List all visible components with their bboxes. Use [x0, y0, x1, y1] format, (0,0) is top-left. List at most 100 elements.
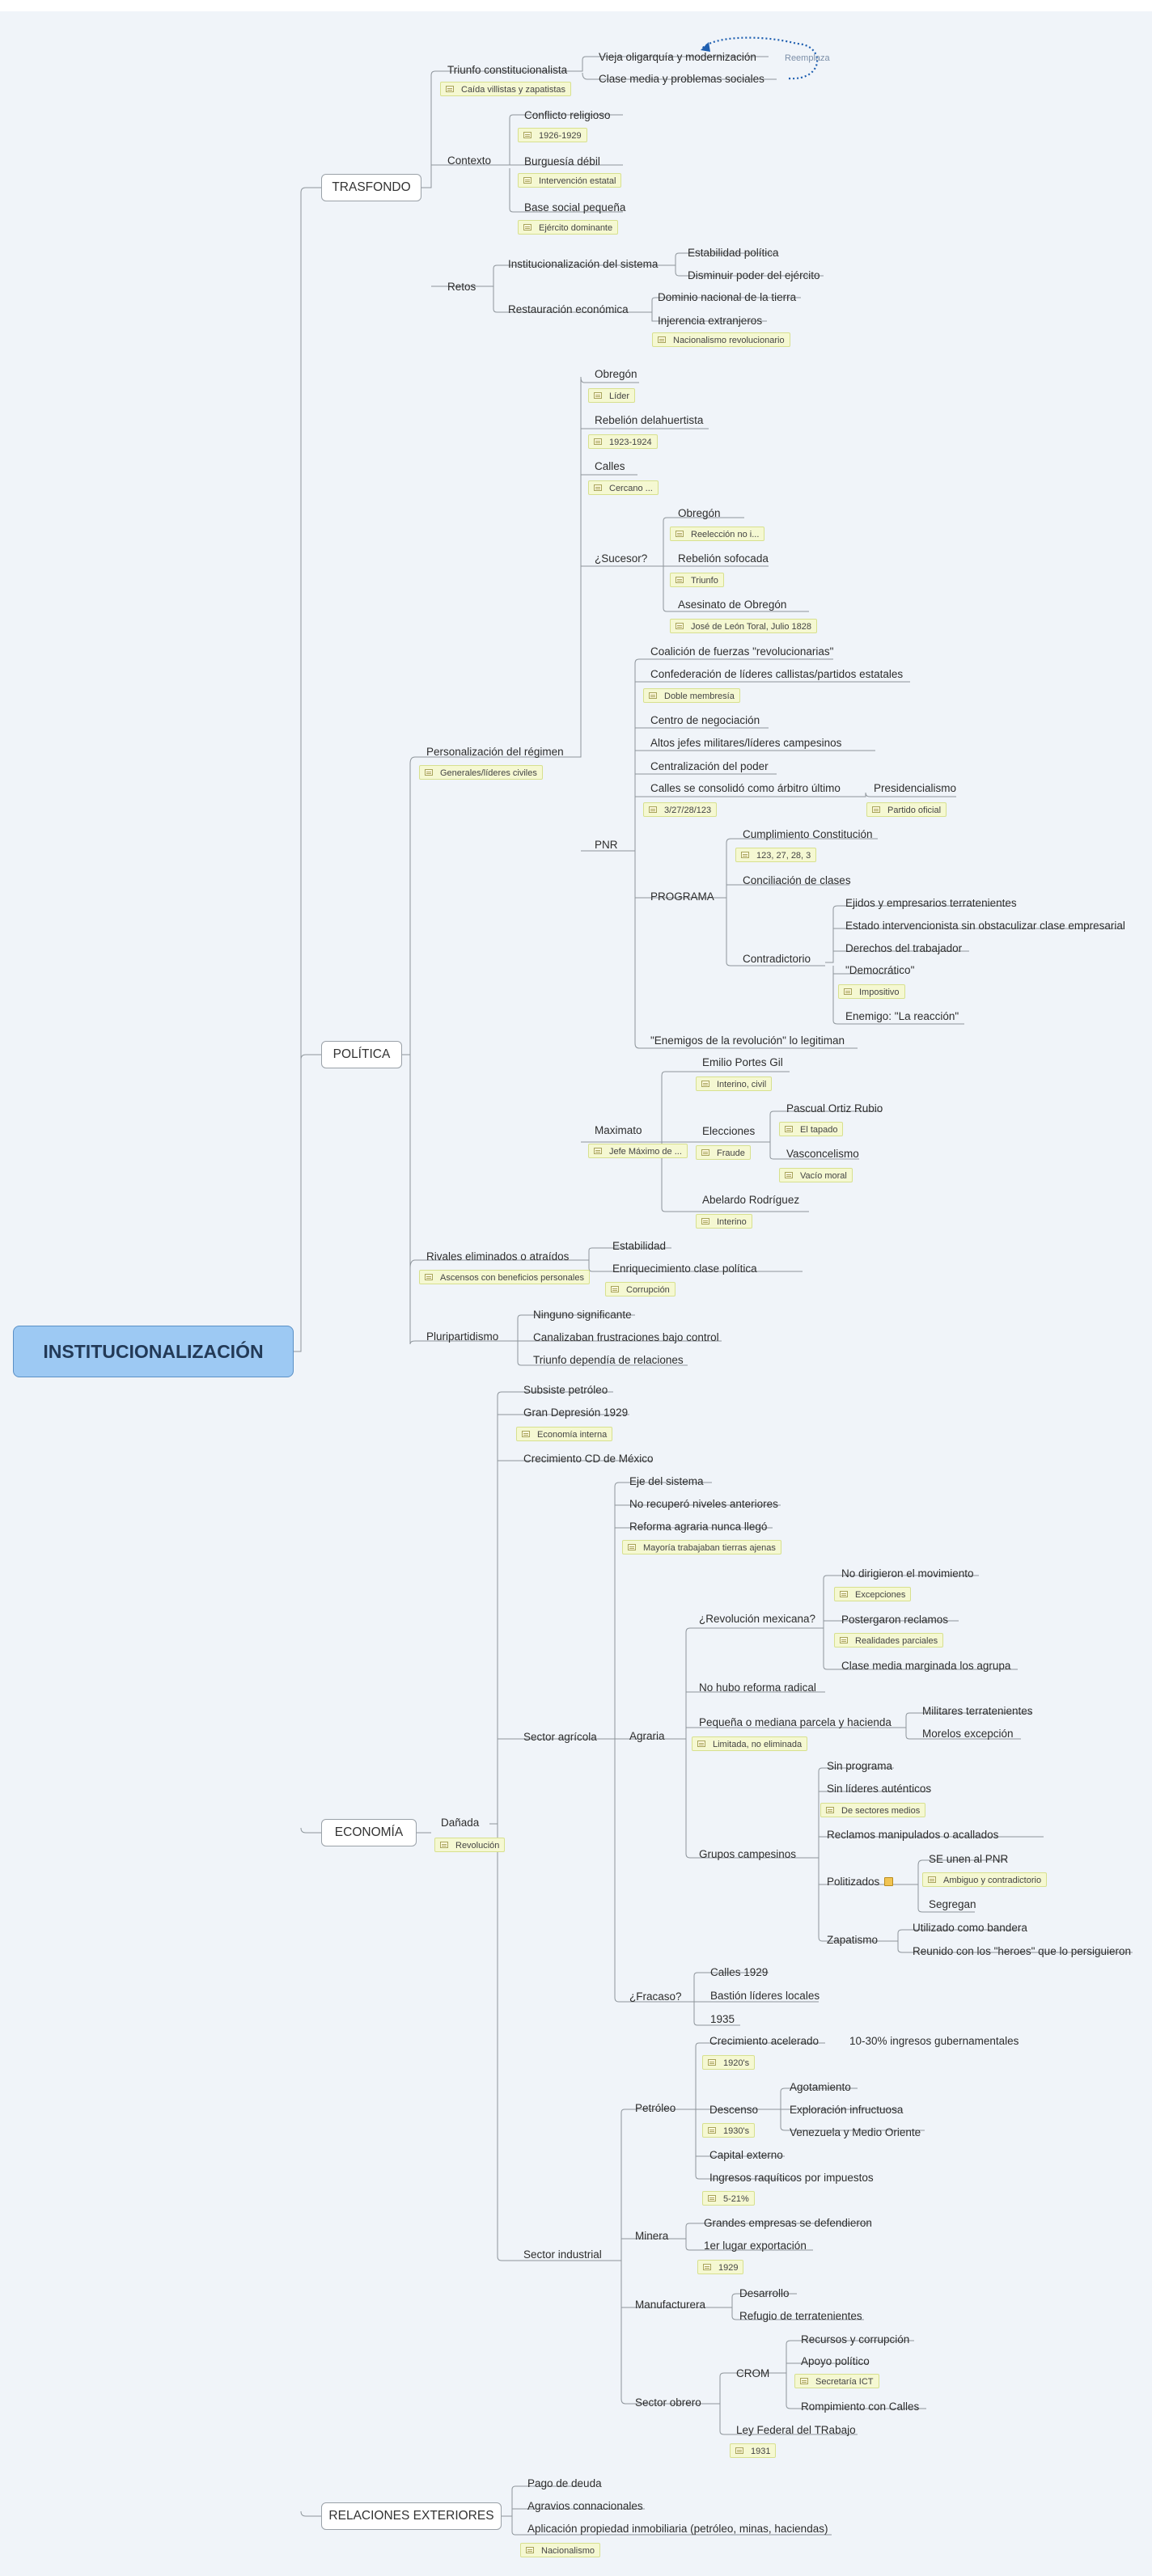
topic-crom[interactable]: CROM	[736, 2367, 770, 2379]
note-toral[interactable]: José de León Toral, Julio 1828	[670, 619, 818, 633]
topic-reunido-heroes[interactable]: Reunido con los "heroes" que lo persigui…	[913, 1945, 1132, 1957]
topic-desarrollo[interactable]: Desarrollo	[739, 2287, 790, 2299]
note-intervencion[interactable]: Intervención estatal	[518, 173, 622, 188]
topic-calles[interactable]: Calles	[595, 460, 625, 472]
note-partido-oficial[interactable]: Partido oficial	[866, 802, 947, 817]
topic-elecciones[interactable]: Elecciones	[702, 1125, 756, 1137]
note-tapado[interactable]: El tapado	[779, 1122, 844, 1136]
topic-sucesor[interactable]: ¿Sucesor?	[595, 552, 648, 565]
topic-sin-programa[interactable]: Sin programa	[827, 1760, 893, 1772]
topic-presidencialismo[interactable]: Presidencialismo	[874, 782, 957, 794]
topic-centro-negociacion[interactable]: Centro de negociación	[650, 714, 760, 726]
note-cercano[interactable]: Cercano ...	[588, 480, 659, 495]
topic-1935[interactable]: 1935	[710, 2013, 735, 2025]
note-ambiguo[interactable]: Ambiguo y contradictorio	[922, 1872, 1048, 1887]
note-vacio-moral[interactable]: Vacío moral	[779, 1168, 853, 1182]
topic-estabilidad[interactable]: Estabilidad	[612, 1240, 667, 1252]
topic-sucesor-obregon[interactable]: Obregón	[678, 507, 721, 519]
note-caida[interactable]: Caída villistas y zapatistas	[440, 82, 571, 96]
note-1920s[interactable]: 1920's	[702, 2055, 756, 2070]
topic-programa[interactable]: PROGRAMA	[650, 890, 714, 903]
note-nacionalismo-rev[interactable]: Nacionalismo revolucionario	[652, 332, 790, 347]
note-1923[interactable]: 1923-1924	[588, 434, 658, 449]
note-interino-civil[interactable]: Interino, civil	[696, 1077, 773, 1091]
topic-sector-industrial[interactable]: Sector industrial	[523, 2248, 602, 2261]
topic-utilizado-bandera[interactable]: Utilizado como bandera	[913, 1922, 1027, 1934]
topic-restauracion-economica[interactable]: Restauración económica	[508, 303, 629, 315]
topic-apoyo-politico[interactable]: Apoyo político	[801, 2355, 870, 2367]
topic-portes-gil[interactable]: Emilio Portes Gil	[702, 1056, 783, 1068]
note-1931[interactable]: 1931	[730, 2443, 777, 2458]
relationship-label[interactable]: Reemplaza	[785, 53, 830, 63]
topic-grandes-empresas[interactable]: Grandes empresas se defendieron	[704, 2217, 872, 2229]
note-articulos[interactable]: 123, 27, 28, 3	[735, 848, 817, 862]
topic-danada[interactable]: Dañada	[441, 1817, 480, 1829]
topic-altos-jefes[interactable]: Altos jefes militares/líderes campesinos	[650, 737, 842, 749]
topic-centralizacion[interactable]: Centralización del poder	[650, 760, 769, 772]
topic-crecimiento-acelerado[interactable]: Crecimiento acelerado	[709, 2035, 820, 2047]
topic-calles-arbitro[interactable]: Calles se consolidó como árbitro último	[650, 782, 841, 794]
branch-relaciones-exteriores[interactable]: RELACIONES EXTERIORES	[321, 2502, 502, 2530]
topic-enemigos-revolucion[interactable]: "Enemigos de la revolución" lo legitiman	[650, 1034, 845, 1047]
topic-revolucion-mexicana[interactable]: ¿Revolución mexicana?	[699, 1613, 816, 1625]
note-secretaria[interactable]: Secretaría ICT	[794, 2374, 879, 2388]
root-topic[interactable]: INSTITUCIONALIZACIÓN	[13, 1326, 294, 1377]
topic-burguesia[interactable]: Burguesía débil	[524, 155, 600, 167]
topic-fracaso[interactable]: ¿Fracaso?	[629, 1990, 682, 2003]
topic-sector-agricola[interactable]: Sector agrícola	[523, 1731, 597, 1743]
topic-contradictorio[interactable]: Contradictorio	[743, 953, 811, 965]
note-corrupcion[interactable]: Corrupción	[605, 1282, 676, 1296]
topic-retos[interactable]: Retos	[447, 281, 476, 293]
topic-bastion[interactable]: Bastión líderes locales	[710, 1990, 820, 2002]
topic-conciliacion[interactable]: Conciliación de clases	[743, 874, 851, 886]
note-triunfo[interactable]: Triunfo	[670, 573, 724, 587]
topic-disminuir-ejercito[interactable]: Disminuir poder del ejército	[688, 269, 820, 281]
topic-venezuela[interactable]: Venezuela y Medio Oriente	[790, 2126, 921, 2138]
note-de-sectores[interactable]: De sectores medios	[820, 1803, 926, 1817]
note-nacionalismo[interactable]: Nacionalismo	[520, 2543, 601, 2557]
topic-estabilidad-politica[interactable]: Estabilidad política	[688, 247, 779, 259]
topic-no-recupero[interactable]: No recuperó niveles anteriores	[629, 1498, 778, 1510]
note-1926[interactable]: 1926-1929	[518, 128, 587, 142]
topic-zapatismo[interactable]: Zapatismo	[827, 1934, 879, 1946]
topic-clase-media[interactable]: Clase media y problemas sociales	[599, 73, 764, 85]
topic-pequena-parcela[interactable]: Pequeña o mediana parcela y hacienda	[699, 1716, 892, 1728]
topic-descenso[interactable]: Descenso	[709, 2104, 759, 2116]
topic-maximato[interactable]: Maximato	[595, 1124, 642, 1136]
note-interino[interactable]: Interino	[696, 1214, 752, 1229]
topic-agraria[interactable]: Agraria	[629, 1730, 665, 1742]
branch-trasfondo[interactable]: TRASFONDO	[321, 174, 421, 201]
topic-triunfo-dependia[interactable]: Triunfo dependía de relaciones	[533, 1354, 684, 1366]
note-ascensos[interactable]: Ascensos con beneficios personales	[419, 1270, 590, 1284]
topic-cumplimiento[interactable]: Cumplimiento Constitución	[743, 828, 873, 840]
topic-petroleo[interactable]: Petróleo	[635, 2102, 676, 2114]
topic-rebelion-sofocada[interactable]: Rebelión sofocada	[678, 552, 769, 565]
topic-estado-intervencionista[interactable]: Estado intervencionista sin obstaculizar…	[845, 920, 1125, 932]
topic-ortiz-rubio[interactable]: Pascual Ortiz Rubio	[786, 1102, 883, 1115]
topic-postergaron[interactable]: Postergaron reclamos	[841, 1614, 949, 1626]
topic-recursos-corrupcion[interactable]: Recursos y corrupción	[801, 2333, 910, 2345]
branch-economia[interactable]: ECONOMÍA	[321, 1819, 417, 1846]
topic-enemigo-reaccion[interactable]: Enemigo: "La reacción"	[845, 1010, 959, 1022]
topic-obregon[interactable]: Obregón	[595, 368, 637, 380]
note-realidades[interactable]: Realidades parciales	[834, 1633, 944, 1648]
note-doble-membresia[interactable]: Doble membresía	[643, 688, 740, 703]
note-1929[interactable]: 1929	[697, 2260, 744, 2274]
topic-ingresos-raquiticos[interactable]: Ingresos raquíticos por impuestos	[709, 2172, 874, 2184]
topic-coalicion[interactable]: Coalición de fuerzas "revolucionarias"	[650, 645, 834, 658]
topic-rompimiento[interactable]: Rompimiento con Calles	[801, 2400, 920, 2413]
topic-abelardo[interactable]: Abelardo Rodríguez	[702, 1194, 800, 1206]
topic-canalizaban[interactable]: Canalizaban frustraciones bajo control	[533, 1331, 719, 1343]
topic-ejidos[interactable]: Ejidos y empresarios terratenientes	[845, 897, 1017, 909]
topic-sector-obrero[interactable]: Sector obrero	[635, 2396, 701, 2409]
note-limitada[interactable]: Limitada, no eliminada	[692, 1736, 808, 1751]
notes-icon[interactable]	[884, 1877, 893, 1886]
topic-reclamos[interactable]: Reclamos manipulados o acallados	[827, 1829, 999, 1841]
topic-politizados[interactable]: Politizados	[827, 1876, 880, 1888]
topic-ley-federal[interactable]: Ley Federal del TRabajo	[736, 2424, 856, 2436]
topic-capital-externo[interactable]: Capital externo	[709, 2149, 783, 2161]
topic-base-social[interactable]: Base social pequeña	[524, 201, 626, 214]
topic-injerencia[interactable]: Injerencia extranjeros	[658, 315, 763, 327]
topic-se-unen-pnr[interactable]: SE unen al PNR	[929, 1853, 1009, 1865]
topic-democratico[interactable]: "Democrático"	[845, 964, 915, 976]
